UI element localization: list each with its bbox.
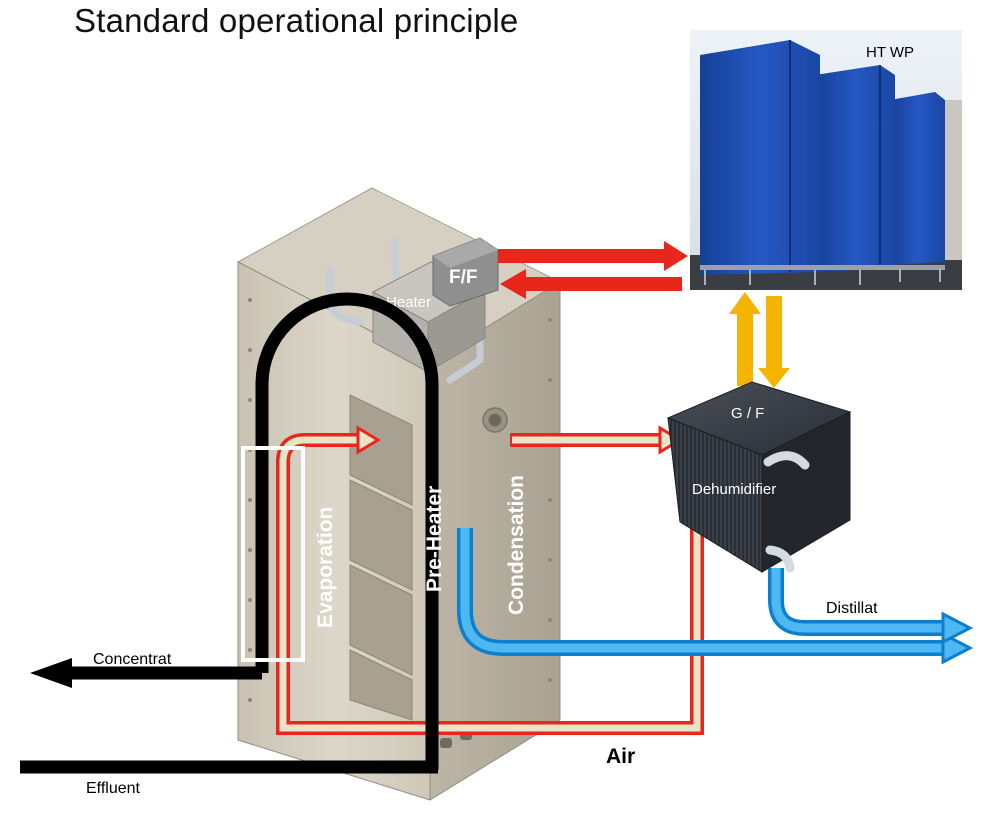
- hot-arrow-from-htwp: [500, 269, 526, 299]
- hot-flow-arrows: [498, 241, 688, 299]
- warm-flow-arrows: [729, 292, 790, 388]
- preheater-label: Pre-Heater: [423, 486, 446, 592]
- ht-wp-photo: HT WP: [690, 30, 962, 290]
- concentrat-arrowhead: [30, 658, 72, 688]
- ht-wp-tower-1: [700, 40, 820, 275]
- concentrat-label: Concentrat: [93, 651, 172, 668]
- condensation-label: Condensation: [505, 475, 528, 615]
- ht-wp-tower-3: [890, 92, 945, 265]
- page-title: Standard operational principle: [74, 2, 519, 39]
- heater-label: Heater: [386, 294, 431, 311]
- evaporation-label: Evaporation: [314, 507, 337, 628]
- dehumidifier-unit: G / F Dehumidifier: [666, 381, 852, 573]
- warm-arrow-up: [729, 292, 761, 314]
- ht-wp-tower-2: [815, 65, 895, 272]
- warm-arrow-down: [758, 368, 790, 388]
- evaporation-box: [241, 446, 305, 662]
- dehumidifier-label: Dehumidifier: [692, 481, 776, 498]
- air-label: Air: [606, 745, 635, 768]
- evaporator-unit: [236, 187, 562, 801]
- effluent-label: Effluent: [86, 780, 141, 797]
- ht-wp-label: HT WP: [866, 44, 914, 61]
- gf-label: G / F: [731, 405, 764, 422]
- air-arrowhead-evaporation: [356, 425, 381, 455]
- black-loop: [20, 292, 439, 774]
- cold-water-lines: [457, 528, 974, 665]
- unit-windows: [349, 394, 413, 721]
- ff-box: F/F: [432, 237, 499, 307]
- distillat-label: Distillat: [826, 600, 878, 617]
- ff-label: F/F: [449, 267, 478, 288]
- hot-arrow-to-htwp: [664, 241, 688, 271]
- unit-ports: [482, 407, 508, 433]
